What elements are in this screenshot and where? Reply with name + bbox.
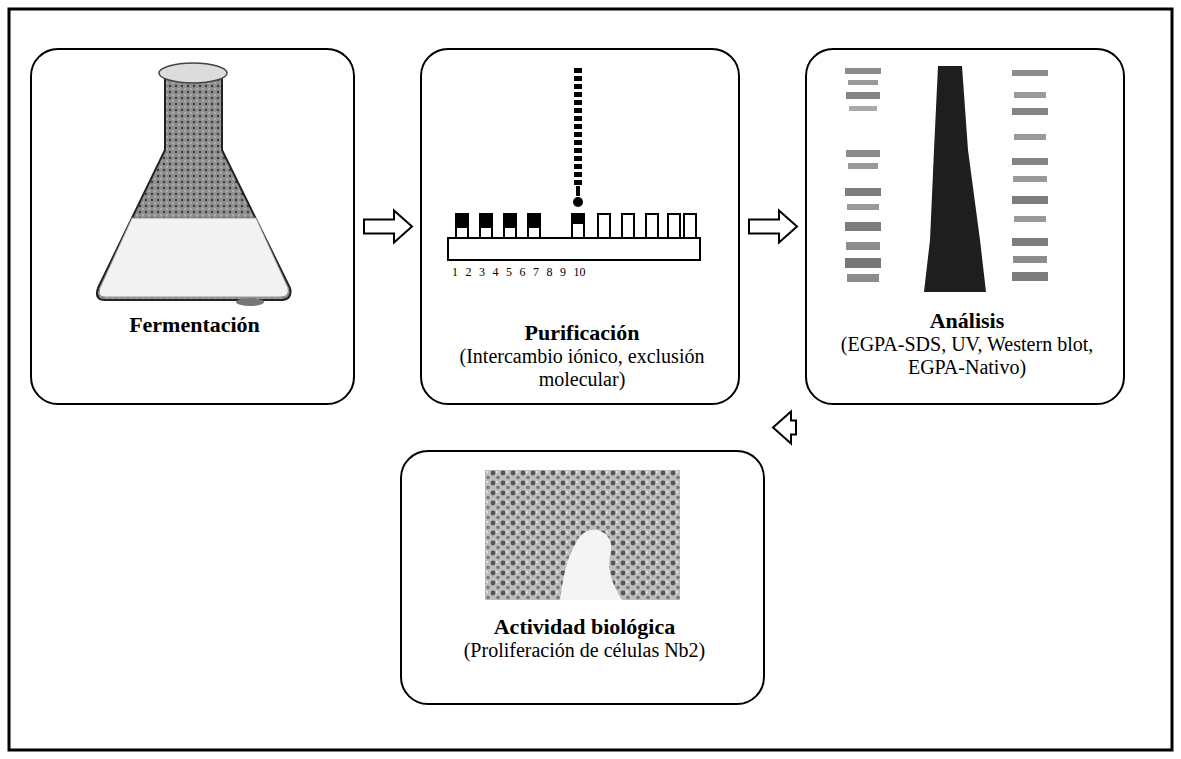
process-box: Purificación(Intercambio iónico, exclusi… xyxy=(420,48,740,405)
fraction-number: 7 xyxy=(533,266,539,278)
cells-illustration xyxy=(485,470,680,600)
fraction-number: 9 xyxy=(560,266,566,278)
node-text-group: Purificación(Intercambio iónico, exclusi… xyxy=(436,320,728,391)
fraction-number: 3 xyxy=(479,266,485,278)
fraction-number: 4 xyxy=(493,266,499,278)
arrow-fill xyxy=(787,422,795,434)
fraction-number: 6 xyxy=(520,266,526,278)
box-heading: Actividad biológica xyxy=(420,614,750,639)
node-text-group: Análisis(EGPA-SDS, UV, Western blot, EGP… xyxy=(817,308,1117,379)
node-text-group: Actividad biológica(Proliferación de cél… xyxy=(420,614,750,662)
process-box: Fermentación xyxy=(30,48,355,405)
process-box: Análisis(EGPA-SDS, UV, Western blot, EGP… xyxy=(805,48,1125,405)
box-heading: Análisis xyxy=(817,308,1117,333)
arrow-fill xyxy=(365,221,398,233)
fraction-number: 2 xyxy=(466,266,472,278)
flow-arrow xyxy=(363,211,412,243)
fraction-number: 10 xyxy=(574,266,586,278)
fraction-number: 5 xyxy=(506,266,512,278)
fraction-number: 1 xyxy=(452,266,458,278)
gel-illustration xyxy=(845,66,1048,292)
box-heading: Purificación xyxy=(436,320,728,345)
outer-frame xyxy=(9,9,1172,750)
arrow-fill xyxy=(750,221,783,233)
box-description: (EGPA-SDS, UV, Western blot, EGPA-Nativo… xyxy=(817,333,1117,379)
process-box: Actividad biológica(Proliferación de cél… xyxy=(400,450,765,705)
box-heading: Fermentación xyxy=(50,312,340,337)
box-description: (Intercambio iónico, exclusión molecular… xyxy=(436,345,728,391)
flask-illustration xyxy=(97,63,291,306)
flow-arrow xyxy=(773,412,797,444)
flow-arrow xyxy=(748,211,797,243)
fraction-number: 8 xyxy=(547,266,553,278)
chromatography-illustration xyxy=(448,68,700,260)
node-text-group: Fermentación xyxy=(50,312,340,337)
box-description: (Proliferación de células Nb2) xyxy=(420,639,750,662)
